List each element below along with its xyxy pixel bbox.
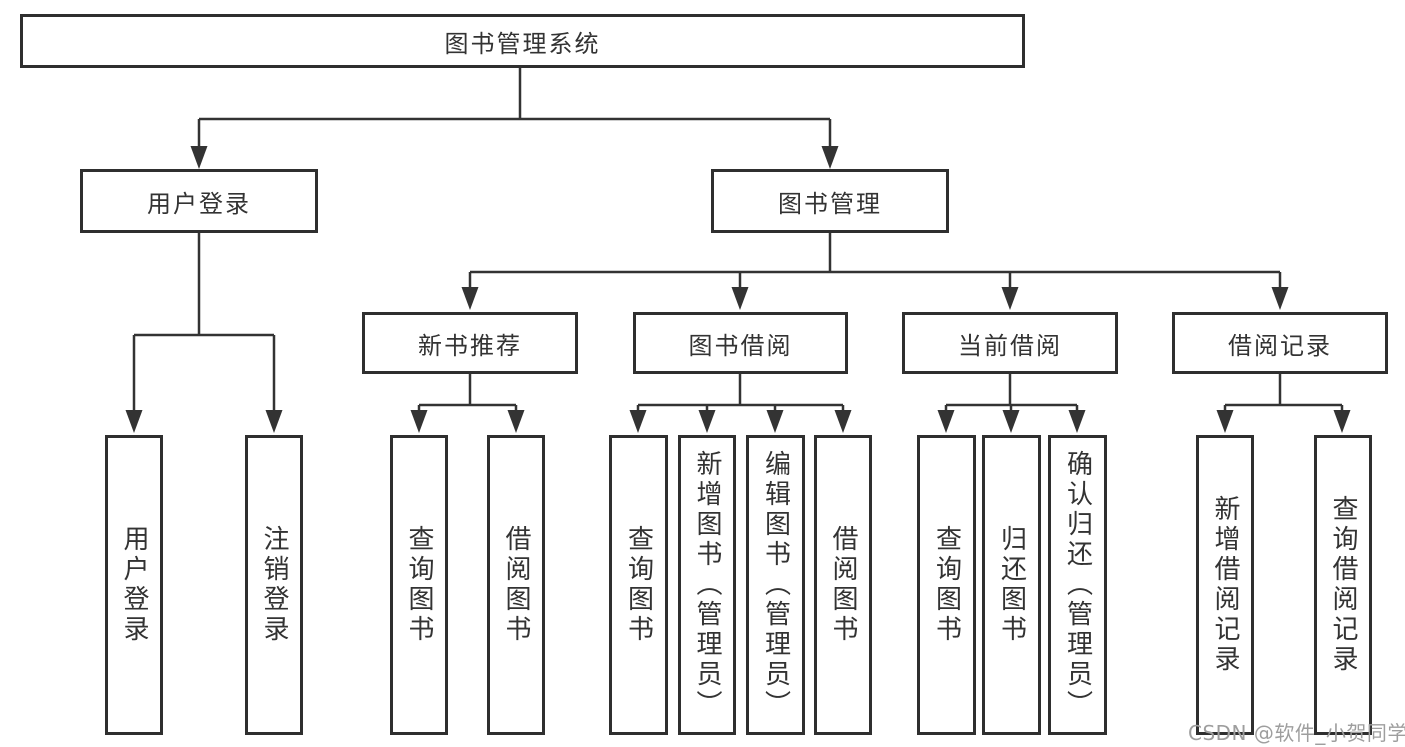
node-new-book-recommend-label: 新书推荐 [418, 331, 522, 360]
leaf-user-login: 用户登录 [105, 435, 163, 735]
leaf-records-query-record: 查询借阅记录 [1314, 435, 1372, 735]
leaf-records-add-record-label: 新增借阅记录 [1210, 495, 1240, 675]
node-new-book-recommend: 新书推荐 [362, 312, 578, 374]
leaf-logout: 注销登录 [245, 435, 303, 735]
leaf-current-query-books: 查询图书 [917, 435, 976, 735]
node-root-system-label: 图书管理系统 [444, 29, 601, 58]
node-book-management-branch-label: 图书管理 [778, 189, 882, 218]
leaf-borrowing-query-books-label: 查询图书 [623, 525, 654, 645]
leaf-recommend-borrow-books: 借阅图书 [487, 435, 545, 735]
leaf-recommend-query-books-label: 查询图书 [404, 525, 434, 645]
leaf-current-query-books-label: 查询图书 [931, 525, 962, 645]
node-book-borrowing-label: 图书借阅 [688, 331, 793, 360]
csdn-watermark: CSDN @软件_小贺同学 [1188, 721, 1405, 745]
node-user-login-branch: 用户登录 [80, 169, 318, 233]
node-current-borrowing-label: 当前借阅 [958, 331, 1062, 360]
node-current-borrowing: 当前借阅 [902, 312, 1118, 374]
node-root-system: 图书管理系统 [20, 14, 1025, 68]
node-book-borrowing: 图书借阅 [633, 312, 848, 374]
leaf-logout-label: 注销登录 [259, 525, 289, 645]
leaf-recommend-borrow-books-label: 借阅图书 [501, 525, 531, 645]
leaf-current-confirm-return-admin-label: 确认归还（管理员） [1062, 450, 1093, 720]
leaf-records-add-record: 新增借阅记录 [1196, 435, 1254, 735]
node-borrowing-records-label: 借阅记录 [1228, 331, 1332, 360]
leaf-borrowing-borrow-books: 借阅图书 [814, 435, 872, 735]
leaf-current-return-books: 归还图书 [982, 435, 1041, 735]
node-user-login-branch-label: 用户登录 [147, 189, 251, 218]
leaf-borrowing-borrow-books-label: 借阅图书 [828, 525, 858, 645]
leaf-borrowing-add-books-admin: 新增图书（管理员） [678, 435, 736, 735]
leaf-records-query-record-label: 查询借阅记录 [1328, 495, 1358, 675]
leaf-borrowing-add-books-admin-label: 新增图书（管理员） [692, 450, 722, 720]
node-borrowing-records: 借阅记录 [1172, 312, 1388, 374]
leaf-current-confirm-return-admin: 确认归还（管理员） [1048, 435, 1107, 735]
leaf-user-login-label: 用户登录 [119, 525, 149, 645]
leaf-borrowing-edit-books-admin: 编辑图书（管理员） [746, 435, 805, 735]
leaf-borrowing-query-books: 查询图书 [609, 435, 668, 735]
leaf-borrowing-edit-books-admin-label: 编辑图书（管理员） [760, 450, 791, 720]
leaf-current-return-books-label: 归还图书 [996, 525, 1027, 645]
node-book-management-branch: 图书管理 [711, 169, 949, 233]
leaf-recommend-query-books: 查询图书 [390, 435, 448, 735]
